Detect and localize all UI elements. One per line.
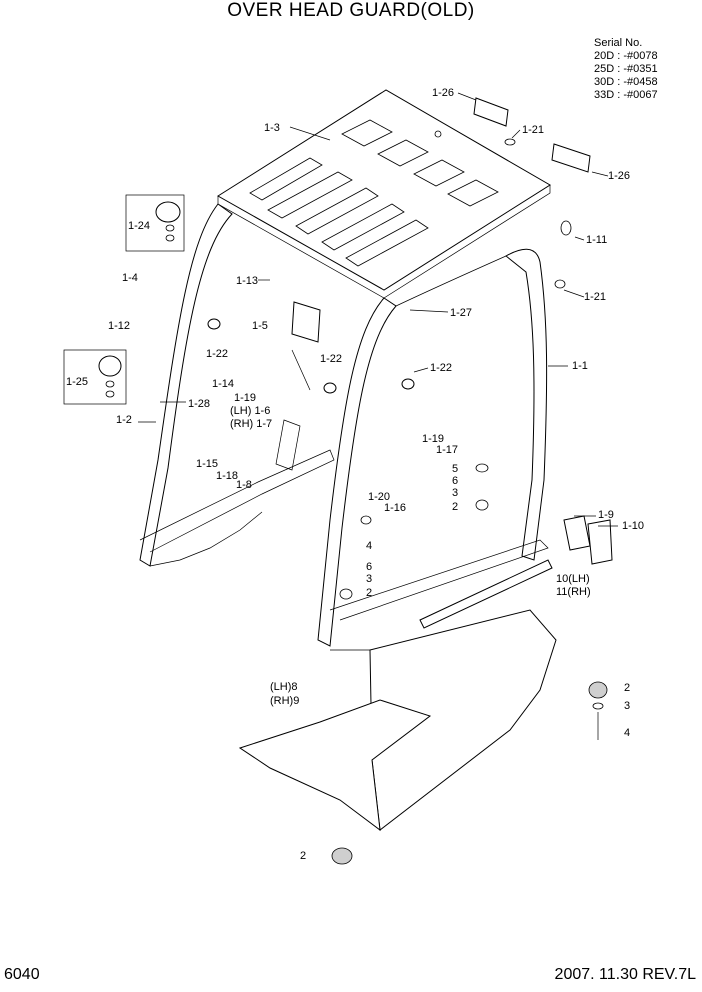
- label-3: 3: [452, 487, 458, 499]
- serial-heading: Serial No.: [594, 37, 643, 49]
- page-number: 6040: [4, 966, 40, 983]
- label-8-lh: (LH)8: [270, 681, 298, 693]
- rubber-mount-bottom: [331, 681, 608, 865]
- serial-line: 30D : -#0458: [594, 76, 658, 88]
- label-1-11: 1-11: [586, 234, 607, 246]
- frame-left-part: [139, 203, 335, 567]
- label-1-22: 1-22: [206, 348, 228, 360]
- label-1-28: 1-28: [188, 398, 210, 410]
- label-1-13: 1-13: [236, 275, 258, 287]
- page-title: OVER HEAD GUARD(OLD): [227, 0, 475, 21]
- label-6: 6: [366, 561, 372, 573]
- label-1-15: 1-15: [196, 458, 218, 470]
- label-1-26: 1-26: [608, 170, 630, 182]
- label-1-14: 1-14: [212, 378, 234, 390]
- part-labels: 1-26 1-3 1-21 1-26 1-24 1-11 1-4 1-13 1-…: [66, 87, 644, 862]
- rubber-grommets: [207, 220, 572, 600]
- rear-lamp-top: [473, 97, 591, 173]
- label-1-19: 1-19: [234, 392, 256, 404]
- serial-line: 33D : -#0067: [594, 89, 658, 101]
- label-3: 3: [624, 700, 630, 712]
- label-1-1: 1-1: [572, 360, 588, 372]
- serial-line: 25D : -#0351: [594, 63, 658, 75]
- label-1-7: (RH) 1-7: [230, 418, 272, 430]
- revision-date: 2007. 11.30 REV.7L: [554, 966, 696, 983]
- label-1-16: 1-16: [384, 502, 406, 514]
- lamp-detail-box-1-25: [63, 349, 127, 405]
- label-1-8: 1-8: [236, 479, 252, 491]
- label-2: 2: [300, 850, 306, 862]
- label-6: 6: [452, 475, 458, 487]
- label-1-5: 1-5: [252, 320, 268, 332]
- label-1-21: 1-21: [584, 291, 606, 303]
- label-1-12: 1-12: [108, 320, 130, 332]
- frame-base: [238, 609, 557, 832]
- label-1-18: 1-18: [216, 470, 238, 482]
- label-2: 2: [452, 501, 458, 513]
- cover-part: [563, 515, 613, 565]
- label-11-rh: 11(RH): [556, 586, 591, 598]
- label-3: 3: [366, 573, 372, 585]
- label-1-4: 1-4: [122, 272, 138, 284]
- label-10-lh: 10(LH): [556, 573, 590, 585]
- label-1-26: 1-26: [432, 87, 454, 99]
- label-1-22: 1-22: [320, 353, 342, 365]
- label-1-22: 1-22: [430, 362, 452, 374]
- label-1-24: 1-24: [128, 220, 150, 232]
- label-2: 2: [366, 587, 372, 599]
- label-1-3: 1-3: [264, 122, 280, 134]
- step-plate-part: [419, 559, 553, 629]
- label-5: 5: [452, 463, 458, 475]
- label-1-2: 1-2: [116, 414, 132, 426]
- label-1-17: 1-17: [436, 444, 458, 456]
- label-4: 4: [366, 540, 372, 552]
- frame-right-part: [317, 248, 549, 647]
- label-1-21: 1-21: [522, 124, 544, 136]
- label-1-10: 1-10: [622, 520, 644, 532]
- label-4: 4: [624, 727, 630, 739]
- grip-handle-part: [275, 419, 301, 471]
- label-1-27: 1-27: [450, 307, 472, 319]
- label-1-6: (LH) 1-6: [230, 405, 270, 417]
- leader-lines: [138, 92, 618, 527]
- label-1-9: 1-9: [598, 509, 614, 521]
- label-1-20: 1-20: [368, 491, 390, 503]
- serial-line: 20D : -#0078: [594, 50, 658, 62]
- lamp-detail-box-1-24: [125, 194, 185, 252]
- label-1-25: 1-25: [66, 376, 88, 388]
- mirror-part: [291, 301, 321, 391]
- label-2: 2: [624, 682, 630, 694]
- label-1-19: 1-19: [422, 433, 444, 445]
- serial-number-box: Serial No. 20D : -#0078 25D : -#0351 30D…: [594, 37, 658, 102]
- label-9-rh: (RH)9: [270, 695, 299, 707]
